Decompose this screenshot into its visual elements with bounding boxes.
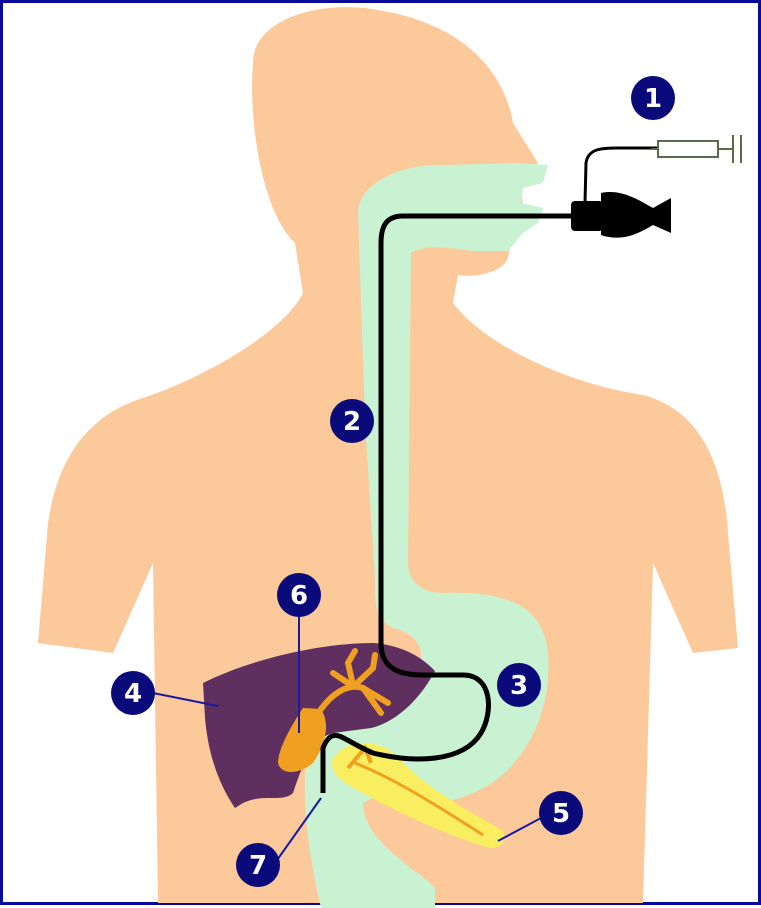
label-3-text: 3 (510, 671, 528, 701)
syringe-icon (651, 135, 741, 163)
label-badge-1: 1 (631, 76, 675, 120)
label-1-text: 1 (644, 84, 662, 114)
label-6-text: 6 (290, 581, 308, 611)
label-7-text: 7 (249, 851, 267, 881)
label-badge-2: 2 (330, 399, 374, 443)
label-badge-3: 3 (497, 663, 541, 707)
label-4-text: 4 (124, 679, 142, 709)
label-badge-7: 7 (236, 843, 280, 887)
label-badge-5: 5 (539, 791, 583, 835)
label-5-text: 5 (552, 799, 570, 829)
ercp-diagram: 1 2 3 4 5 6 7 (3, 3, 761, 908)
label-badge-6: 6 (277, 573, 321, 617)
label-badge-4: 4 (111, 671, 155, 715)
label-2-text: 2 (343, 407, 361, 437)
